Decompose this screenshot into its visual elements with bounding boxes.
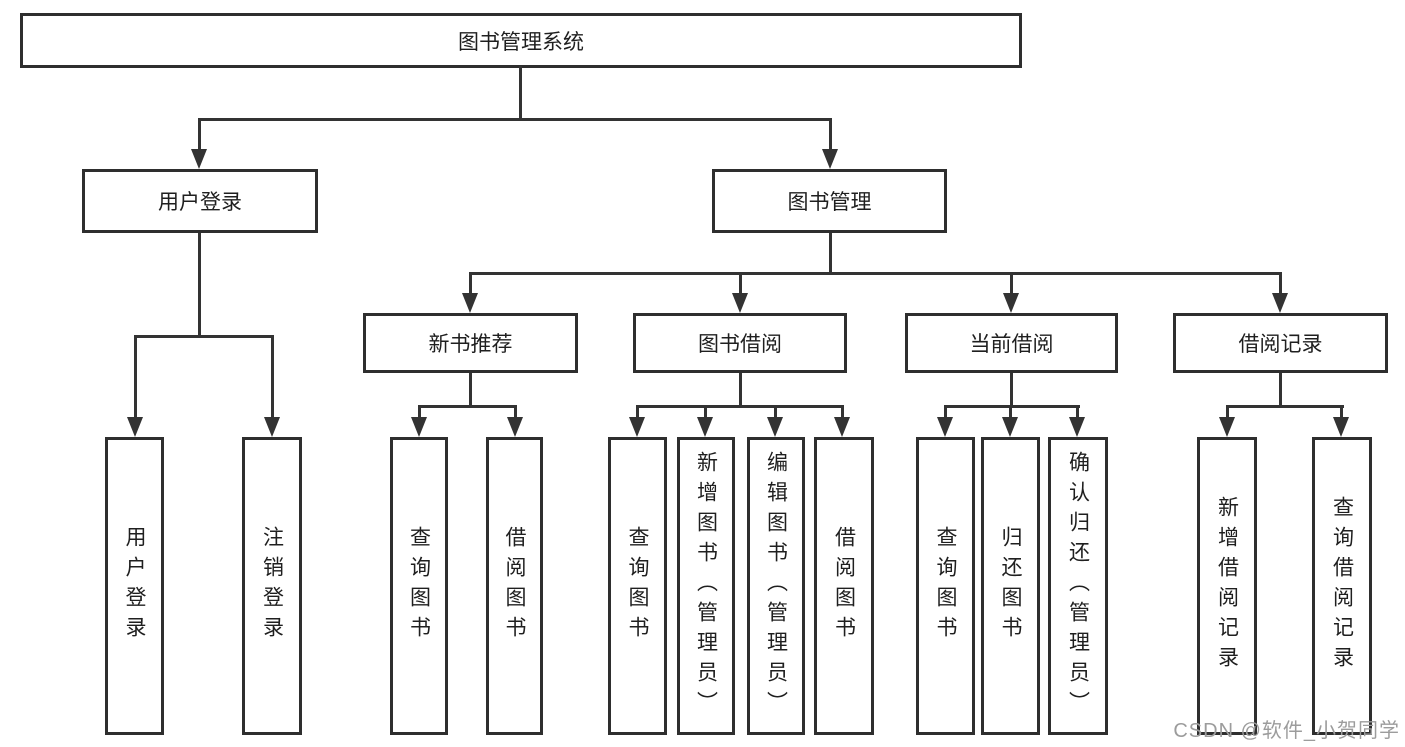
connector bbox=[1010, 272, 1013, 296]
leaf-new-book-borrow: 借阅图书 bbox=[486, 437, 543, 735]
connector bbox=[636, 405, 639, 420]
arrow-down-icon bbox=[411, 417, 427, 437]
connector bbox=[271, 335, 274, 420]
connector bbox=[829, 233, 832, 274]
arrow-down-icon bbox=[1219, 417, 1235, 437]
node-borrow-record: 借阅记录 bbox=[1173, 313, 1388, 373]
connector bbox=[519, 66, 522, 118]
arrow-down-icon bbox=[697, 417, 713, 437]
connector bbox=[774, 405, 777, 420]
connector bbox=[1279, 373, 1282, 408]
arrow-down-icon bbox=[191, 149, 207, 169]
node-book-borrow: 图书借阅 bbox=[633, 313, 847, 373]
arrow-down-icon bbox=[127, 417, 143, 437]
csdn-watermark: CSDN @软件_小贺同学 bbox=[1173, 720, 1400, 742]
connector bbox=[1076, 405, 1079, 420]
arrow-down-icon bbox=[507, 417, 523, 437]
connector bbox=[198, 233, 201, 338]
leaf-user-login: 用户登录 bbox=[105, 437, 164, 735]
connector bbox=[739, 373, 742, 408]
arrow-down-icon bbox=[822, 149, 838, 169]
leaf-current-return: 归还图书 bbox=[981, 437, 1040, 735]
arrow-down-icon bbox=[264, 417, 280, 437]
connector bbox=[1279, 272, 1282, 296]
connector bbox=[1009, 405, 1012, 420]
connector bbox=[198, 118, 832, 121]
node-root: 图书管理系统 bbox=[20, 13, 1022, 68]
connector bbox=[841, 405, 844, 420]
node-new-book-recommend: 新书推荐 bbox=[363, 313, 578, 373]
leaf-borrow-add-admin: 新增图书（管理员） bbox=[677, 437, 735, 735]
connector bbox=[469, 373, 472, 408]
connector bbox=[944, 405, 1080, 408]
connector bbox=[1340, 405, 1343, 420]
connector bbox=[469, 272, 1282, 275]
leaf-borrow-borrow: 借阅图书 bbox=[814, 437, 874, 735]
leaf-record-query: 查询借阅记录 bbox=[1312, 437, 1372, 735]
connector bbox=[514, 405, 517, 420]
connector bbox=[1226, 405, 1229, 420]
arrow-down-icon bbox=[462, 293, 478, 313]
leaf-new-book-query: 查询图书 bbox=[390, 437, 448, 735]
connector bbox=[1010, 373, 1013, 408]
arrow-down-icon bbox=[1272, 293, 1288, 313]
arrow-down-icon bbox=[1333, 417, 1349, 437]
connector bbox=[1226, 405, 1344, 408]
leaf-record-add: 新增借阅记录 bbox=[1197, 437, 1257, 735]
leaf-borrow-query: 查询图书 bbox=[608, 437, 667, 735]
node-user-login: 用户登录 bbox=[82, 169, 318, 233]
node-book-manage: 图书管理 bbox=[712, 169, 947, 233]
arrow-down-icon bbox=[834, 417, 850, 437]
connector bbox=[418, 405, 421, 420]
arrow-down-icon bbox=[732, 293, 748, 313]
arrow-down-icon bbox=[1002, 417, 1018, 437]
leaf-borrow-edit-admin: 编辑图书（管理员） bbox=[747, 437, 805, 735]
connector bbox=[739, 272, 742, 296]
leaf-logout: 注销登录 bbox=[242, 437, 302, 735]
node-current-borrow: 当前借阅 bbox=[905, 313, 1118, 373]
connector bbox=[944, 405, 947, 420]
connector bbox=[418, 405, 517, 408]
leaf-current-query: 查询图书 bbox=[916, 437, 975, 735]
arrow-down-icon bbox=[629, 417, 645, 437]
connector bbox=[198, 118, 201, 152]
connector bbox=[469, 272, 472, 296]
leaf-current-confirm-admin: 确认归还（管理员） bbox=[1048, 437, 1108, 735]
arrow-down-icon bbox=[767, 417, 783, 437]
connector bbox=[704, 405, 707, 420]
connector bbox=[636, 405, 844, 408]
connector bbox=[134, 335, 137, 420]
connector bbox=[829, 118, 832, 152]
connector bbox=[134, 335, 274, 338]
arrow-down-icon bbox=[1003, 293, 1019, 313]
arrow-down-icon bbox=[1069, 417, 1085, 437]
arrow-down-icon bbox=[937, 417, 953, 437]
